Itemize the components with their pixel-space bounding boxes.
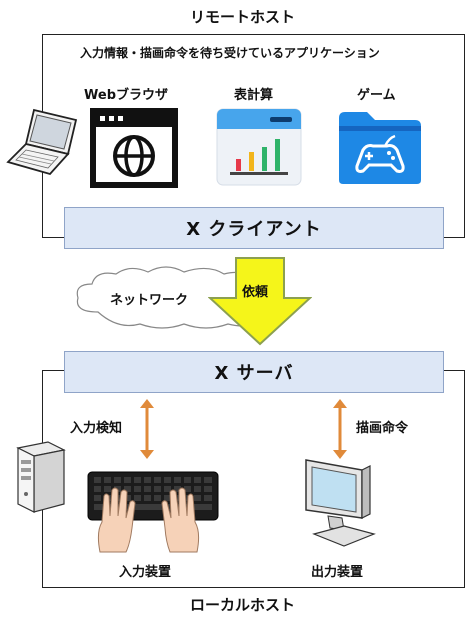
remote-host-title: リモートホスト xyxy=(190,8,296,26)
monitor-icon xyxy=(300,456,380,552)
network-label: ネットワーク xyxy=(110,293,189,308)
laptop-icon xyxy=(6,106,80,178)
local-host-title: ローカルホスト xyxy=(190,596,296,614)
keyboard-icon xyxy=(86,466,220,554)
desktop-tower-icon xyxy=(8,440,66,514)
draw-command-label: 描画命令 xyxy=(356,421,409,436)
app-label-game: ゲーム xyxy=(357,88,396,103)
x-server-band: X サーバ xyxy=(64,351,444,393)
input-device-label: 入力装置 xyxy=(119,565,172,580)
app-label-spreadsheet: 表計算 xyxy=(234,88,274,103)
input-detect-label: 入力検知 xyxy=(70,421,123,436)
draw-command-arrow xyxy=(332,398,348,460)
spreadsheet-icon xyxy=(216,108,302,186)
web-browser-icon xyxy=(90,108,178,188)
game-folder-icon xyxy=(337,110,423,186)
request-label: 依頼 xyxy=(242,285,269,300)
x-client-label: X クライアント xyxy=(186,219,322,240)
x-server-label: X サーバ xyxy=(214,363,294,384)
x-client-band: X クライアント xyxy=(64,207,444,249)
output-device-label: 出力装置 xyxy=(311,565,364,580)
remote-caption: 入力情報・描画命令を待ち受けているアプリケーション xyxy=(80,46,380,60)
input-detect-arrow xyxy=(139,398,155,460)
app-label-web-browser: Webブラウザ xyxy=(84,88,168,103)
request-arrow xyxy=(208,256,312,346)
